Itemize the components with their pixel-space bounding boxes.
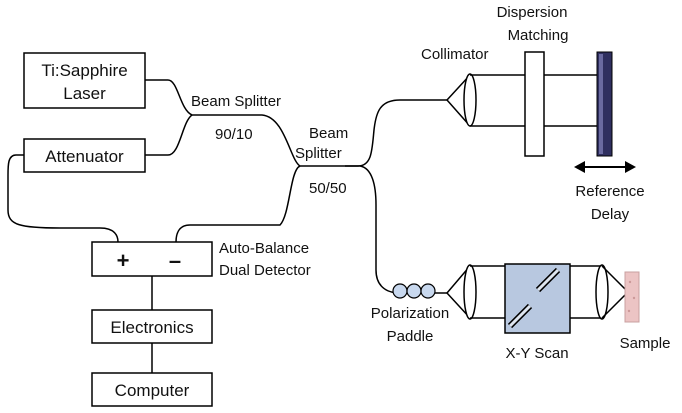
beam-splitter-1-label: Beam Splitter xyxy=(191,93,281,110)
paddle-1 xyxy=(392,283,408,299)
computer-box: Computer xyxy=(91,372,213,407)
electronics-box: Electronics xyxy=(91,309,213,344)
computer-label: Computer xyxy=(115,381,190,400)
polarization-label-line1: Polarization xyxy=(371,305,449,322)
sample-collimator-lens xyxy=(463,264,477,320)
ratio-90-10-label: 90/10 xyxy=(215,126,253,143)
detector-label-line1: Auto-Balance xyxy=(219,240,309,257)
laser-label-line2: Laser xyxy=(63,84,106,103)
sample-label: Sample xyxy=(620,335,671,352)
dual-detector-box: + – xyxy=(91,241,213,277)
fiber-paths xyxy=(7,79,447,373)
fiber-sample-arm xyxy=(345,165,447,294)
paddle-3 xyxy=(420,283,436,299)
detector-plus-sign: + xyxy=(117,248,130,273)
paddle-2 xyxy=(406,283,422,299)
collimator-label: Collimator xyxy=(421,46,489,63)
dispersion-label-line2: Matching xyxy=(508,27,569,44)
reference-delay-label-line1: Reference xyxy=(575,183,644,200)
reference-arm xyxy=(446,51,636,173)
detector-minus-sign: – xyxy=(169,248,181,273)
attenuator-box: Attenuator xyxy=(23,138,146,173)
laser-label-line1: Ti:Sapphire xyxy=(41,61,127,80)
beam-splitter-2-label-line2: Splitter xyxy=(295,145,342,162)
fiber-coupler2-detector-minus xyxy=(175,165,301,243)
reference-delay-label-line2: Delay xyxy=(591,206,630,223)
fiber-attenuator-detector-plus xyxy=(7,154,119,243)
dispersion-label-line1: Dispersion xyxy=(497,4,568,21)
ti-sapphire-laser-box: Ti:Sapphire Laser xyxy=(23,52,146,109)
polarization-label-line2: Paddle xyxy=(387,328,434,345)
detector-label-line2: Dual Detector xyxy=(219,262,311,279)
fiber-reference-arm xyxy=(345,99,447,167)
fiber-attenuator-coupler1 xyxy=(145,114,193,156)
sample-slab xyxy=(624,271,640,323)
ratio-50-50-label: 50/50 xyxy=(309,180,347,197)
attenuator-label: Attenuator xyxy=(45,147,124,166)
objective-lens xyxy=(595,264,609,320)
beam-splitter-2-label-line1: Beam xyxy=(309,125,348,142)
xy-scan-label: X-Y Scan xyxy=(505,345,568,362)
sample-arm xyxy=(392,263,640,334)
collimator-lens xyxy=(463,73,477,127)
dispersion-matching-plate xyxy=(524,51,545,157)
electronics-label: Electronics xyxy=(110,318,193,337)
